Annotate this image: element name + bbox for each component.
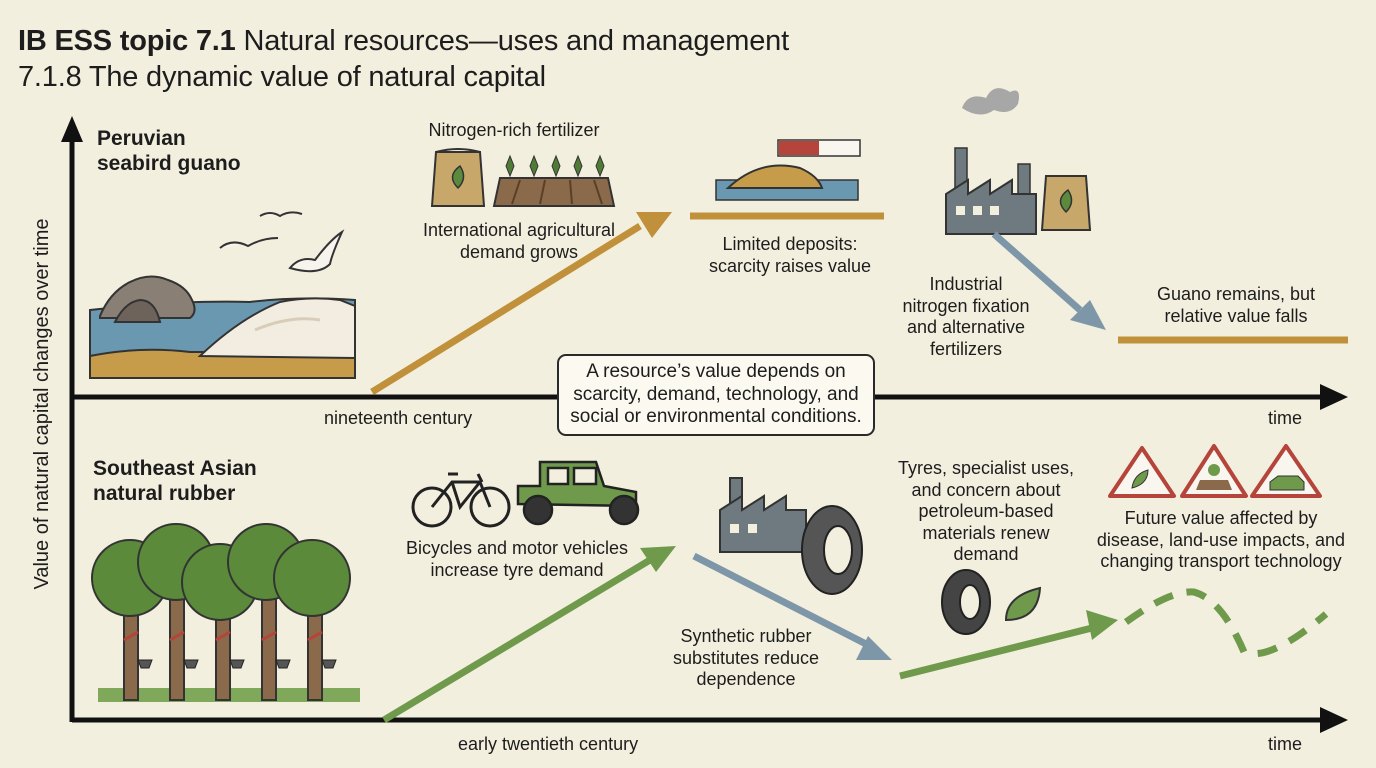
land-use-warning-icon [1180,444,1248,498]
tyre-icon-2 [941,569,991,635]
rubber-value-trend [382,546,1329,723]
factory-icon [945,88,1037,235]
car-icon [516,460,640,526]
y-axis [61,116,83,722]
page-subtitle: 7.1.8 The dynamic value of natural capit… [18,61,546,93]
era-early-twentieth-century: early twentieth century [458,734,639,754]
guano-value-trend [370,212,1348,395]
era-nineteenth-century: nineteenth century [324,408,473,428]
fertilizer-bag-icon [430,148,486,207]
bicycle-icon [411,472,511,528]
tyre-icon [801,505,863,595]
scarcity-label: Limited deposits:scarcity raises value [708,234,872,276]
time-label-bottom: time [1268,734,1303,754]
latex-cup-icon [137,659,337,669]
fertilizer-label: Nitrogen-rich fertilizer [428,120,600,140]
disease-warning-icon [1108,446,1176,498]
crop-rows-icon [492,154,616,207]
guano-deposit-icon [715,164,859,201]
electric-car-warning-icon [1250,444,1322,498]
rubber-tree-icon [91,523,360,702]
fertilizer-bag-icon-2 [1040,175,1092,231]
factory-icon-2 [719,477,807,553]
time-label-top: time [1268,408,1303,428]
leaf-icon [1004,586,1042,622]
x-axis-bottom [72,707,1348,733]
scarcity-gauge-icon [777,139,861,157]
guano-coast-scene [89,211,356,379]
y-axis-label: Value of natural capital changes over ti… [31,218,53,590]
rock-island-icon [99,275,196,323]
page-title: IB ESS topic 7.1 Natural resources—uses … [18,25,789,57]
seabird-icon [219,211,345,273]
renewed-demand-label: Tyres, specialist uses,and concern about… [897,458,1075,565]
